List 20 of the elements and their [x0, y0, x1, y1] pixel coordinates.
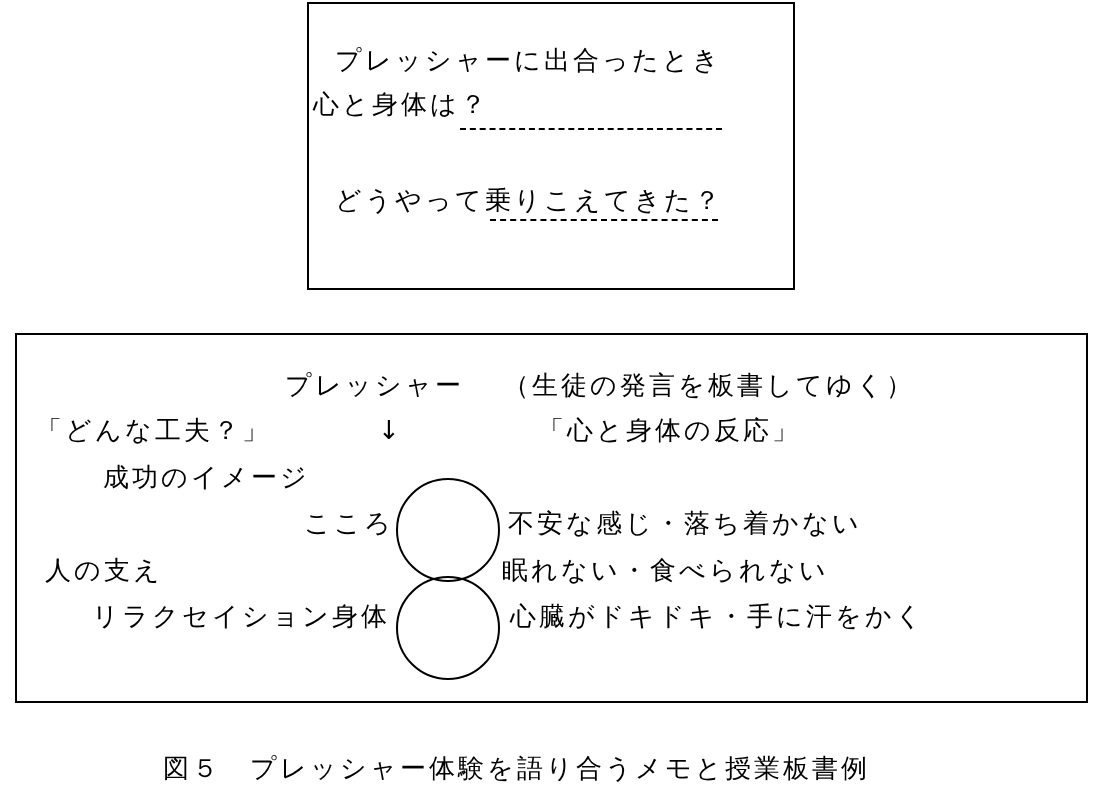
arrow-symbol: ↓: [378, 415, 403, 445]
circle-label: こころ: [304, 508, 394, 538]
heading-text: プレッシャー: [285, 370, 464, 400]
board-panel: [15, 333, 1088, 703]
caption-text: 図５ プレッシャー体験を語り合うメモと授業板書例: [163, 753, 870, 783]
circle-label: 身体: [332, 601, 390, 631]
note-text: 成功のイメージ: [103, 462, 310, 492]
note-text: 不安な感じ・落ち着かない: [508, 508, 862, 538]
question-text: プレッシャーに出合ったとき心と身体は？: [313, 44, 723, 121]
note-text: 人の支え: [45, 555, 163, 585]
circle: [396, 576, 500, 680]
question-text: どうやって乗りこえてきた？: [335, 185, 723, 215]
column-heading: 「どんな工夫？」: [36, 415, 271, 445]
note-text: リラクセイション: [92, 601, 332, 631]
memo-card: [307, 2, 795, 290]
column-heading: 「心と身体の反応」: [538, 415, 801, 445]
note-text: 心臓がドキドキ・手に汗をかく: [510, 601, 925, 631]
note-text: （生徒の発言を板書してゆく）: [503, 370, 915, 400]
circle: [396, 478, 500, 582]
note-text: 眠れない・食べられない: [502, 555, 829, 585]
